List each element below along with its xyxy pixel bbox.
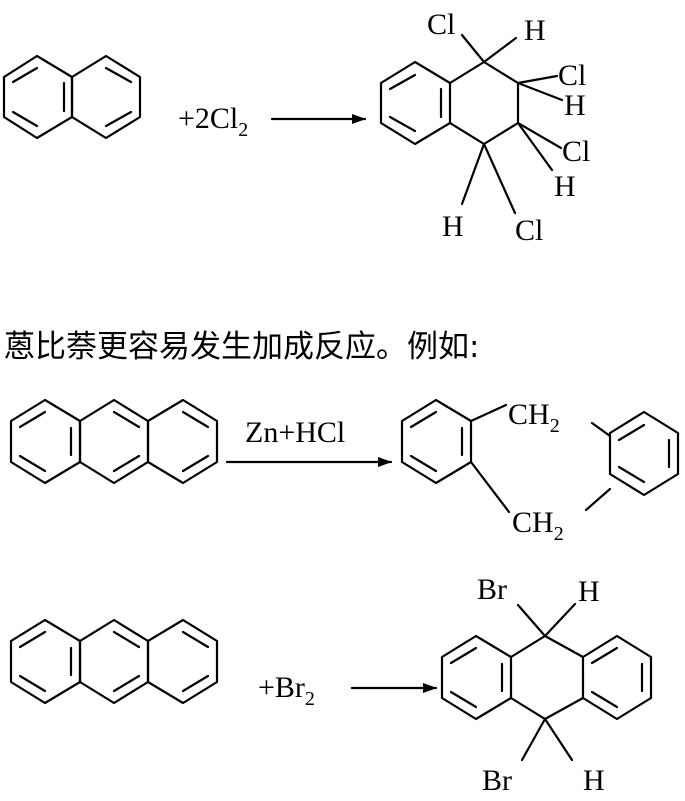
ch2-top: CH2 [508,398,560,437]
dihydroanthracene-ring-left [400,398,511,514]
reaction2-reagent: Zn+HCl [245,416,345,449]
product1-cl-top: Cl [427,8,455,41]
tetrachloro-tetrahydronaphthalene-structure [379,33,564,215]
product1-cl-bottom: Cl [515,214,543,247]
naphthalene-structure [2,54,142,140]
dihydroanthracene-ring-right [584,410,680,512]
product3-h-bottom: H [583,764,605,797]
product3-h-top: H [578,575,600,608]
caption-text: 蒽比萘更容易发生加成反应。例如: [4,329,479,365]
product3-br-bottom: Br [482,764,512,797]
product1-h-top: H [524,14,546,47]
product1-h-right-lower: H [554,170,576,203]
product3-br-top: Br [477,573,507,606]
ch2-bottom: CH2 [512,506,564,545]
anthracene-structure-2 [9,618,219,705]
product1-h-right-upper: H [564,89,586,122]
product1-h-bottom: H [442,210,464,243]
product1-cl-right-upper: Cl [558,59,586,92]
product1-cl-right-lower: Cl [562,135,590,168]
anthracene-structure-1 [9,398,219,485]
reaction3-reagent: +Br2 [258,671,315,710]
reaction1-reagent: +2Cl2 [178,102,248,141]
dibromo-dihydroanthracene-structure [440,602,653,762]
